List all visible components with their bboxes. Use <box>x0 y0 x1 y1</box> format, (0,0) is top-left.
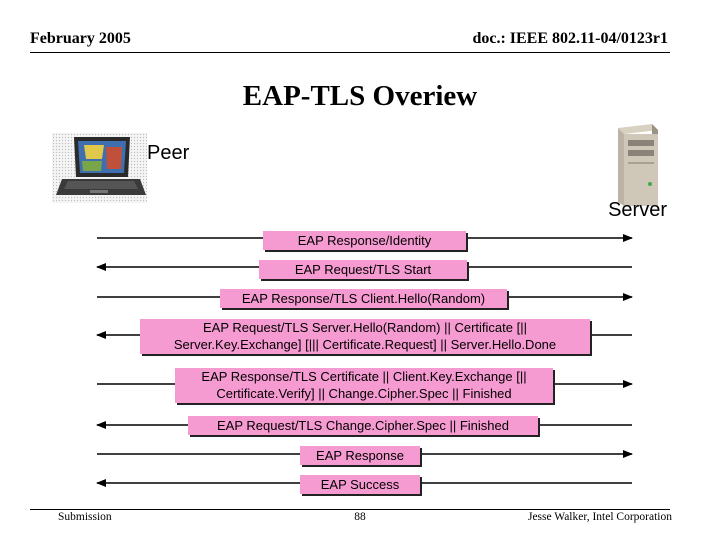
message-text: EAP Request/TLS Server.Hello(Random) || … <box>203 320 527 335</box>
header-rule <box>30 52 670 53</box>
message-text: Server.Key.Exchange] [||| Certificate.Re… <box>173 337 557 352</box>
server-label: Server <box>608 199 667 221</box>
message-box: EAP Response/TLS Certificate || Client.K… <box>175 368 553 403</box>
message-text: EAP Success <box>320 477 400 492</box>
message-text: EAP Response/Identity <box>297 233 432 248</box>
message-box: EAP Response <box>300 446 420 465</box>
header-date: February 2005 <box>30 30 131 47</box>
footer-rule <box>30 509 670 510</box>
message-box: EAP Success <box>300 475 420 494</box>
message-text: EAP Response/TLS Certificate || Client.K… <box>201 369 527 384</box>
message-text: EAP Request/TLS Start <box>294 262 432 277</box>
header-doc-id: doc.: IEEE 802.11-04/0123r1 <box>472 30 668 47</box>
message-text: Certificate.Verify] || Change.Cipher.Spe… <box>216 386 512 401</box>
footer-author: Jesse Walker, Intel Corporation <box>527 511 672 523</box>
message-box: EAP Response/Identity <box>263 231 466 250</box>
server-icon <box>618 124 658 206</box>
peer-label: Peer <box>147 142 190 164</box>
message-box: EAP Request/TLS Start <box>259 260 467 279</box>
message-text: EAP Request/TLS Change.Cipher.Spec || Fi… <box>217 418 509 433</box>
message-box: EAP Request/TLS Change.Cipher.Spec || Fi… <box>188 416 538 435</box>
message-text: EAP Response/TLS Client.Hello(Random) <box>241 291 486 306</box>
laptop-icon <box>52 133 147 203</box>
slide-title: EAP-TLS Overiew <box>242 80 478 112</box>
message-text: EAP Response <box>316 448 404 463</box>
message-box: EAP Response/TLS Client.Hello(Random) <box>220 289 507 308</box>
footer-submission: Submission <box>58 511 112 523</box>
page-number: 88 <box>354 511 366 523</box>
message-box: EAP Request/TLS Server.Hello(Random) || … <box>140 319 590 354</box>
